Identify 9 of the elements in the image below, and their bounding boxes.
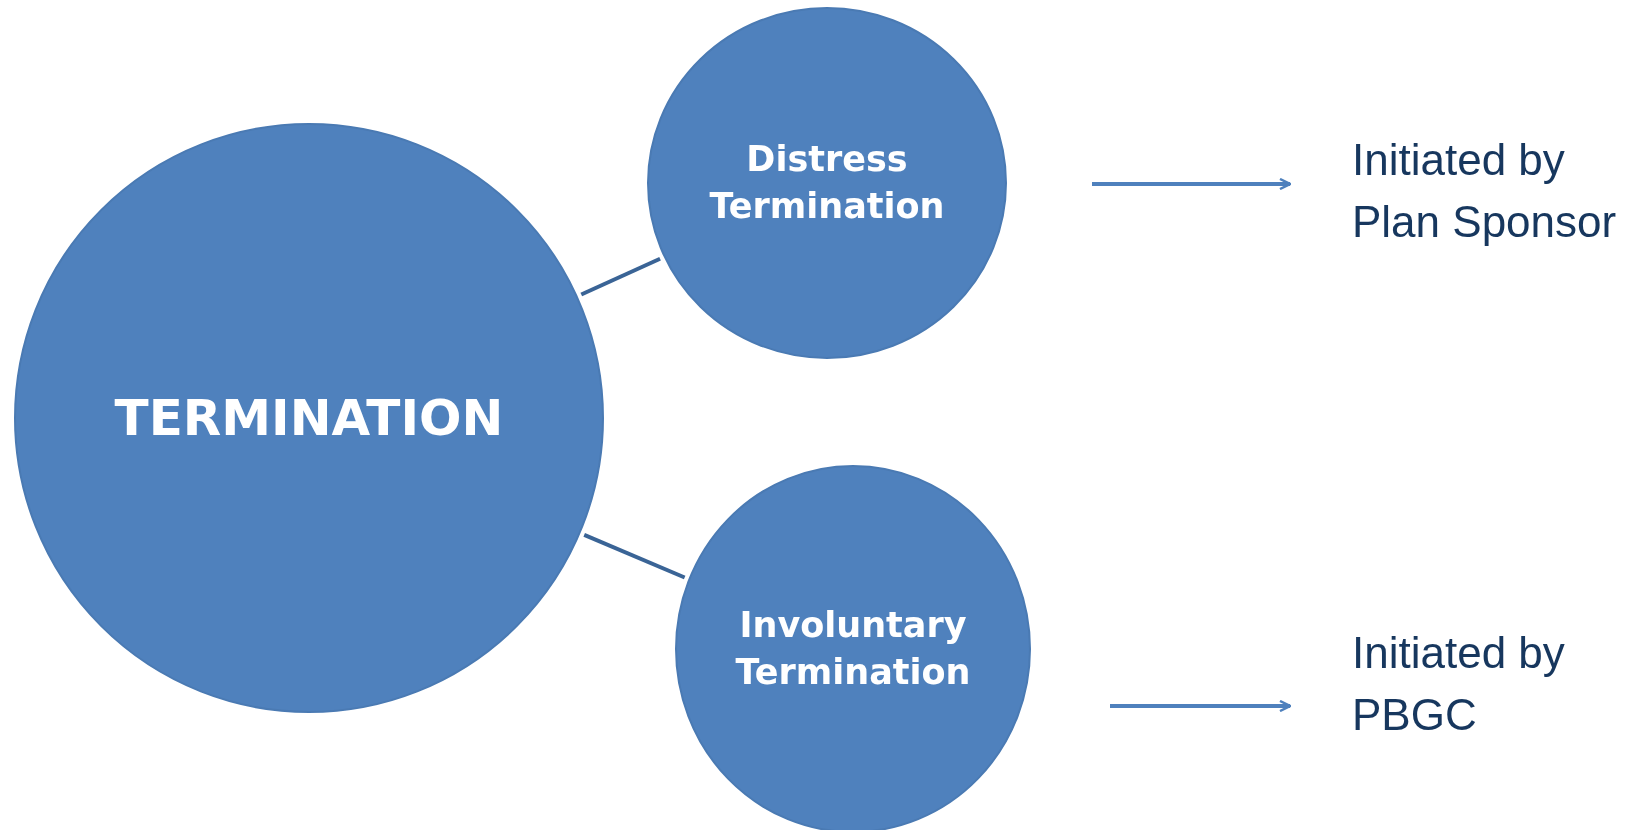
note-text: Initiated by PBGC	[1352, 627, 1566, 741]
circle-label: TERMINATION	[114, 388, 504, 449]
circle-label: Distress Termination	[708, 138, 946, 228]
arrow	[1092, 177, 1292, 191]
connector-line	[580, 256, 661, 297]
note-text: Initiated by Plan Sponsor	[1352, 134, 1618, 248]
arrow	[1110, 699, 1292, 713]
connector-line	[583, 533, 686, 580]
circle-label: Involuntary Termination	[734, 604, 972, 694]
